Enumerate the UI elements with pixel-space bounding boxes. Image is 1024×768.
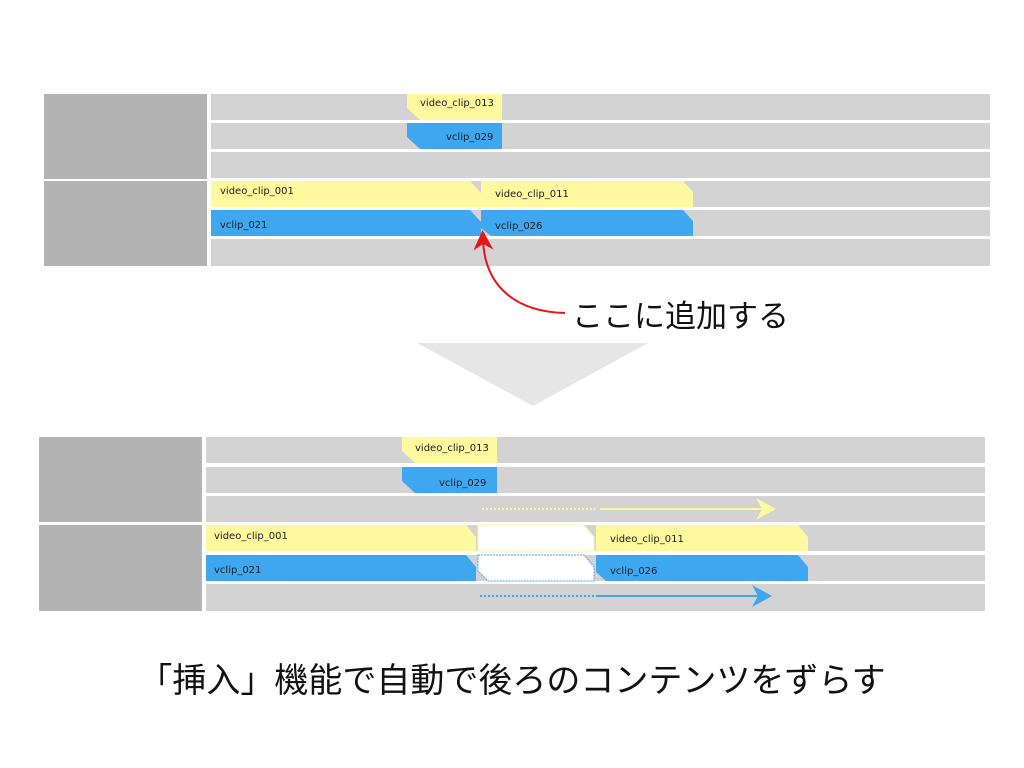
track: [206, 584, 985, 611]
callout-text: ここに追加する: [572, 299, 789, 335]
clip-label: vclip_029: [446, 132, 493, 143]
inserted-gap-audio: [477, 554, 595, 582]
track: [211, 152, 990, 178]
clip-video-001[interactable]: video_clip_001: [211, 181, 481, 207]
clip-video-011[interactable]: video_clip_011: [481, 181, 693, 207]
track-header-group-2: [39, 525, 202, 611]
clip-vclip-029[interactable]: vclip_029: [402, 467, 497, 493]
clip-label: video_clip_013: [415, 443, 489, 454]
clip-vclip-021[interactable]: vclip_021: [211, 210, 481, 236]
clip-label: video_clip_011: [610, 534, 684, 545]
inserted-gap-video: [477, 524, 595, 552]
arrowhead-yellow-icon: [756, 498, 776, 520]
timeline-before: video_clip_013 vclip_029 video_clip_001 …: [44, 94, 990, 266]
clip-label: video_clip_001: [220, 186, 294, 197]
clip-video-011[interactable]: video_clip_011: [596, 525, 808, 551]
clip-vclip-026[interactable]: vclip_026: [596, 555, 808, 581]
clip-label: video_clip_013: [420, 98, 494, 109]
clip-vclip-021[interactable]: vclip_021: [206, 555, 476, 581]
down-arrow-icon: [417, 343, 648, 406]
track-header-group-2: [44, 181, 207, 266]
clip-video-013[interactable]: video_clip_013: [407, 94, 502, 120]
clip-video-013[interactable]: video_clip_013: [402, 437, 497, 463]
clip-video-001[interactable]: video_clip_001: [206, 525, 476, 551]
track: [211, 94, 990, 120]
track: [206, 467, 985, 493]
clip-label: video_clip_011: [495, 189, 569, 200]
track: [211, 123, 990, 149]
track-header-group-1: [44, 94, 207, 179]
track-header-group-1: [39, 437, 202, 522]
arrowhead-blue-icon: [752, 585, 772, 607]
caption: 「挿入」機能で自動で後ろのコンテンツをずらす: [138, 661, 885, 701]
clip-label: vclip_026: [495, 221, 542, 232]
track: [206, 496, 985, 522]
timeline-after: video_clip_013 vclip_029 video_clip_001 …: [39, 437, 985, 611]
clip-label: vclip_026: [610, 566, 657, 577]
clip-label: vclip_021: [220, 220, 267, 231]
track: [211, 239, 990, 266]
clip-vclip-029[interactable]: vclip_029: [407, 123, 502, 149]
clip-label: vclip_021: [214, 565, 261, 576]
track: [206, 437, 985, 463]
clip-label: video_clip_001: [214, 531, 288, 542]
clip-label: vclip_029: [439, 478, 486, 489]
insert-point-arrow: [473, 230, 566, 314]
clip-vclip-026[interactable]: vclip_026: [481, 210, 693, 236]
